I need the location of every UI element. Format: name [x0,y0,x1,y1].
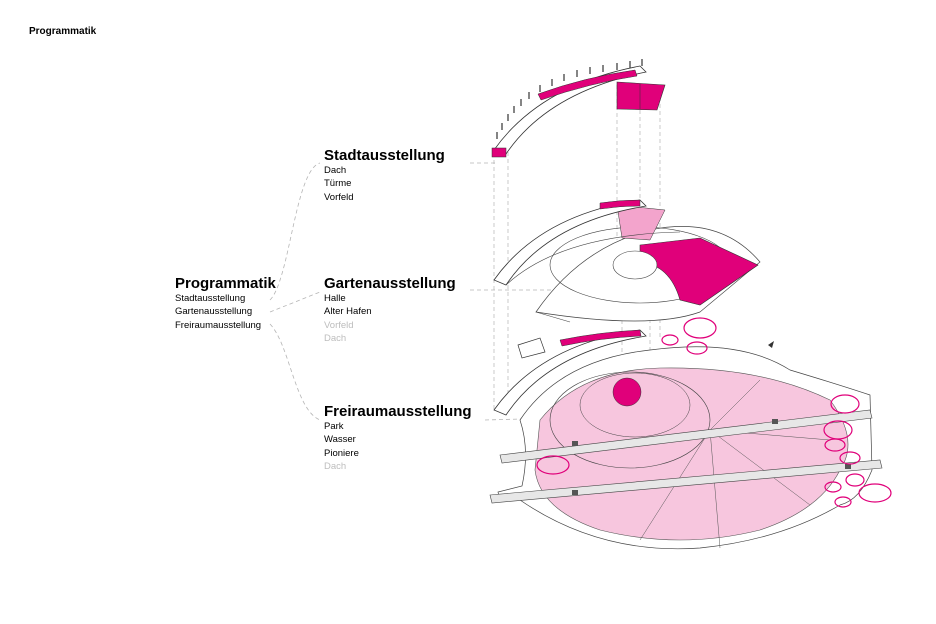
freiraum-inner-ring [579,372,691,438]
branch-item-tuerme: Türme [324,178,352,190]
branch-title-stadtausstellung: Stadtausstellung [324,147,445,164]
layer-stadtausstellung [491,59,666,158]
branch-item-vorfeld: Vorfeld [324,191,354,203]
branch-items-stadtausstellung: Dach Türme Vorfeld [324,164,445,204]
branch-item-halle: Halle [324,293,346,304]
tree-root-item-stadtausstellung: Stadtausstellung [175,293,246,304]
freiraum-pioniere-spot [612,377,642,407]
branch-item-dach: Dach [324,460,347,472]
north-arrow-icon [768,341,774,348]
freiraum-roof-accent [559,329,642,347]
connector-root-garten [269,291,321,313]
tree-root-programmatik: Programmatik Stadtausstellung Gartenauss… [175,275,276,332]
stadt-tower-block [616,81,666,111]
stadt-roof-accent [537,69,638,101]
freiraum-pioneer-rings [536,317,892,508]
branch-item-park: Park [324,421,344,432]
tree-root-item-freiraumausstellung: Freiraumausstellung [175,319,262,331]
connector-root-freiraum [269,323,321,421]
garten-halle-shade [616,204,666,241]
branch-item-vorfeld: Vorfeld [324,319,354,331]
branch-item-pioniere: Pioniere [324,447,359,459]
tree-root-item-gartenausstellung: Gartenausstellung [175,306,253,318]
stadt-roof-arc [493,65,647,155]
garten-lower-arc [505,231,681,286]
freiraum-canal-nodes [572,419,851,495]
layer-freiraumausstellung [489,317,892,550]
freiraum-central-ring [549,371,711,469]
tree-root-title: Programmatik [175,275,276,292]
branch-title-freiraumausstellung: Freiraumausstellung [324,403,472,420]
stadt-tower-ticks [496,59,643,139]
freiraum-wall-arc [493,329,647,416]
branch-item-dach: Dach [324,332,347,344]
branch-item-alter-hafen: Alter Hafen [324,306,372,318]
garten-roof-accent [599,199,641,210]
branch-items-freiraumausstellung: Park Wasser Pioniere Dach [324,420,472,473]
branch-stadtausstellung: Stadtausstellung Dach Türme Vorfeld [324,147,445,204]
tree-root-items: Stadtausstellung Gartenausstellung Freir… [175,292,276,332]
branch-freiraumausstellung: Freiraumausstellung Park Wasser Pioniere… [324,403,472,473]
branch-gartenausstellung: Gartenausstellung Halle Alter Hafen Vorf… [324,275,456,345]
freiraum-water-canals [489,409,883,504]
branch-item-dach: Dach [324,165,347,176]
branch-title-gartenausstellung: Gartenausstellung [324,275,456,292]
stadt-vorfeld-block [491,147,507,158]
freiraum-entry-object [517,337,546,359]
page-title: Programmatik [29,26,97,37]
garten-alter-hafen [612,250,658,280]
garten-wall-arc [493,199,647,286]
branch-item-wasser: Wasser [324,434,356,446]
layer-gartenausstellung [493,199,761,323]
branch-items-gartenausstellung: Halle Alter Hafen Vorfeld Dach [324,292,456,345]
connector-root-stadt [269,162,321,301]
